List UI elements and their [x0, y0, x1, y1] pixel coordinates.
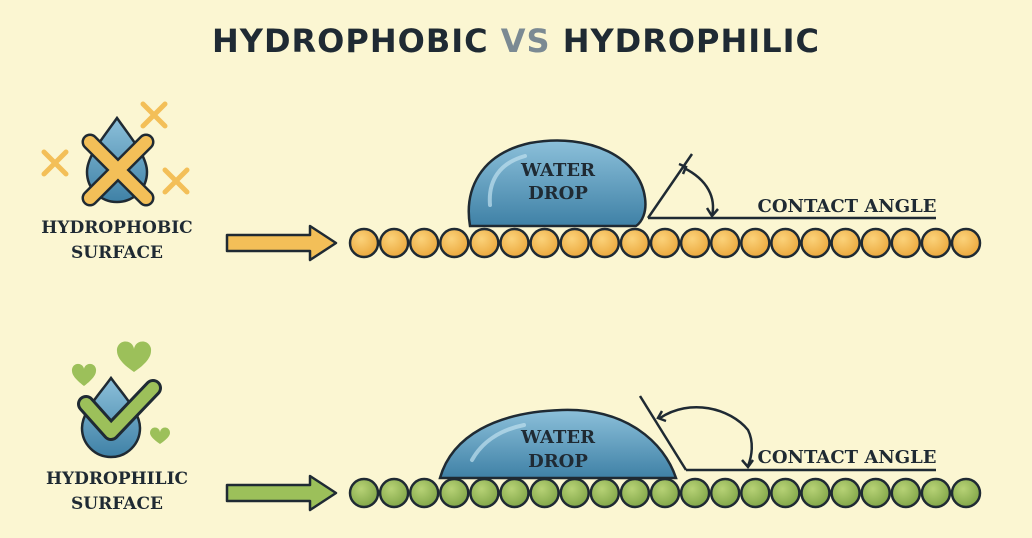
surface-bead	[589, 477, 621, 509]
surface-bead	[709, 477, 741, 509]
surface-bead	[559, 227, 590, 259]
surface-bead	[619, 227, 651, 259]
surface-bead	[830, 227, 861, 259]
surface-bead	[589, 227, 621, 259]
x-mark-icon	[41, 149, 69, 177]
surface-bead	[890, 227, 922, 259]
arrow-right-icon	[225, 474, 338, 512]
surface-bead	[378, 477, 410, 509]
surface-bead	[830, 477, 861, 509]
surface-bead	[439, 477, 470, 509]
hydrophobic-icon	[41, 101, 190, 207]
surface-bead	[679, 227, 711, 259]
surface-bead	[499, 227, 530, 259]
hydrophobic-label-line2: SURFACE	[71, 243, 163, 263]
hydrophilic-contact-angle	[638, 395, 936, 472]
surface-bead	[860, 477, 891, 509]
big-x-mark-icon	[81, 133, 155, 207]
hydrophilic-label-line2: SURFACE	[71, 494, 163, 514]
surface-bead	[770, 477, 801, 509]
surface-bead	[529, 227, 560, 259]
heart-icon	[116, 341, 152, 372]
hydrophobic-water-drop	[467, 139, 647, 228]
surface-bead	[950, 227, 982, 259]
surface-bead	[559, 477, 590, 509]
surface-bead	[499, 477, 530, 509]
surface-bead	[800, 477, 831, 509]
x-mark-icon	[140, 101, 168, 129]
heart-icon	[149, 427, 171, 444]
surface-bead	[469, 477, 500, 509]
hydrophobic-surface-label: HYDROPHOBIC SURFACE	[17, 216, 217, 266]
surface-bead	[860, 227, 891, 259]
surface-bead	[408, 477, 440, 509]
surface-bead	[439, 227, 470, 259]
title-vs: VS	[500, 22, 551, 60]
hydrophilic-icon	[71, 341, 171, 459]
hydrophobic-contact-angle	[646, 153, 936, 220]
surface-bead	[348, 477, 380, 509]
check-mark-icon	[77, 379, 162, 441]
surface-bead	[920, 477, 952, 509]
surface-bead	[740, 227, 771, 259]
title-hydrophilic: HYDROPHILIC	[562, 22, 820, 60]
x-mark-icon	[162, 167, 190, 195]
surface-bead	[469, 227, 500, 259]
title-hydrophobic: HYDROPHOBIC	[212, 22, 489, 60]
surface-bead	[740, 477, 771, 509]
hydrophilic-drop-label-1: WATER	[520, 427, 596, 448]
hydrophilic-drop-label-2: DROP	[528, 451, 588, 472]
hydrophobic-drop-label-2: DROP	[528, 183, 588, 204]
hydrophilic-surface-label: HYDROPHILIC SURFACE	[17, 467, 217, 517]
arrow-right-icon	[225, 224, 338, 262]
hydrophobic-drop-label-1: WATER	[520, 160, 596, 181]
surface-bead	[800, 227, 831, 259]
surface-bead	[950, 477, 982, 509]
surface-bead	[679, 477, 711, 509]
heart-icon	[71, 363, 97, 386]
surface-bead	[770, 227, 801, 259]
hydrophilic-surface-beads	[348, 477, 982, 509]
hydrophilic-water-drop	[438, 408, 678, 480]
hydrophobic-surface-beads	[348, 227, 982, 259]
surface-bead	[920, 227, 952, 259]
surface-bead	[408, 227, 440, 259]
surface-bead	[378, 227, 410, 259]
hydrophobic-contact-angle-label: CONTACT ANGLE	[758, 196, 937, 217]
hydrophobic-label-line1: HYDROPHOBIC	[41, 218, 193, 238]
hydrophilic-label-line1: HYDROPHILIC	[45, 469, 189, 489]
surface-bead	[890, 477, 922, 509]
surface-bead	[649, 227, 681, 259]
surface-bead	[529, 477, 560, 509]
page-title: HYDROPHOBIC VS HYDROPHILIC	[0, 22, 1032, 60]
surface-bead	[649, 477, 681, 509]
surface-bead	[348, 227, 380, 259]
hydrophilic-contact-angle-label: CONTACT ANGLE	[758, 447, 937, 468]
surface-bead	[619, 477, 651, 509]
surface-bead	[709, 227, 741, 259]
